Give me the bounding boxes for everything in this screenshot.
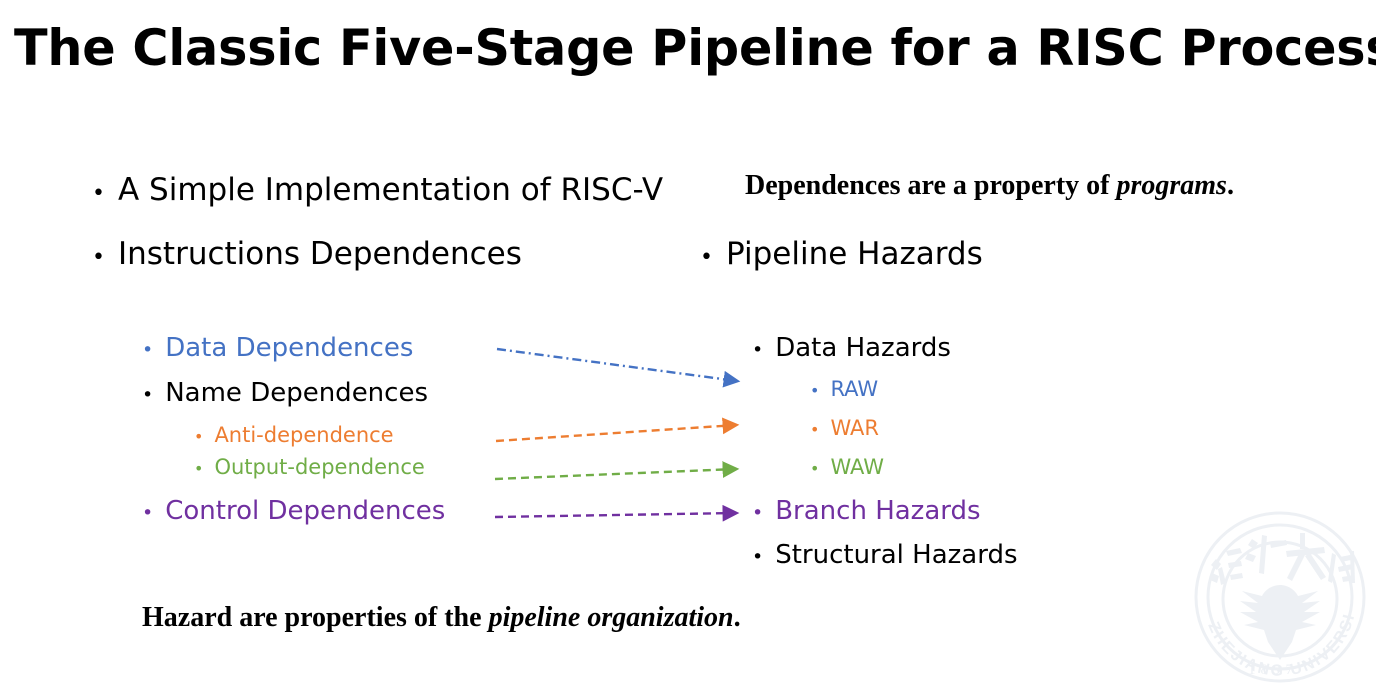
emphasis-suffix: . [733,602,741,633]
sub-bullet-output-dependence: • Output-dependence [194,455,425,479]
page-title: The Classic Five-Stage Pipeline for a RI… [14,19,1376,77]
arrow-data-dependence-to-raw [496,347,741,388]
sub-bullet-war: • WAR [810,416,879,440]
bullet-dot-icon: • [194,459,204,478]
sub-bullet-label: Name Dependences [165,378,428,408]
sub-bullet-data-hazards: • Data Hazards [752,333,951,363]
sub-bullet-name-dependences: • Name Dependences [142,378,428,408]
sub-bullet-label: Branch Hazards [775,496,981,526]
sub-bullet-label: Data Hazards [775,333,951,363]
bullet-a-simple-implementation: • A Simple Implementation of RISC-V [92,172,663,208]
arrow-control-dependence-to-branch-hazards [494,504,740,522]
eagle-emblem-icon [1240,585,1320,660]
sub-bullet-structural-hazards: • Structural Hazards [752,540,1018,570]
bullet-instructions-dependences: • Instructions Dependences [92,236,522,272]
sub-bullet-anti-dependence: • Anti-dependence [194,423,394,447]
bullet-dot-icon: • [810,381,820,400]
bullet-dot-icon: • [142,384,154,406]
bullet-dot-icon: • [752,502,764,524]
bullet-label: Instructions Dependences [117,236,522,272]
bullet-dot-icon: • [810,459,820,478]
emphasis-hazard-property: Hazard are properties of the pipeline or… [142,602,741,634]
watermark-institution: ZHEJIANG UNIVERSITY [1192,507,1356,680]
sub-bullet-label: WAR [830,416,880,440]
emphasis-suffix: . [1226,170,1234,201]
bullet-dot-icon: • [142,502,154,524]
sub-bullet-waw: • WAW [810,455,884,479]
bullet-pipeline-hazards: • Pipeline Hazards [700,236,983,272]
bullet-dot-icon: • [194,427,204,446]
svg-text:ZHEJIANG UNIVERSITY: ZHEJIANG UNIVERSITY [1192,507,1359,680]
emphasis-dependences-property: Dependences are a property of programs. [745,170,1234,202]
sub-bullet-control-dependences: • Control Dependences [142,496,445,526]
arrow-output-dependence-to-waw [494,461,740,481]
bullet-dot-icon: • [810,420,820,439]
emphasis-prefix: Hazard are properties of the [142,602,489,633]
sub-bullet-label: Anti-dependence [214,423,394,447]
sub-bullet-data-dependences: • Data Dependences [142,333,413,363]
bullet-dot-icon: • [142,339,154,361]
bullet-dot-icon: • [92,181,105,206]
bullet-dot-icon: • [92,245,105,270]
bullet-label: Pipeline Hazards [725,236,983,272]
emphasis-italic: programs [1116,170,1227,201]
emphasis-italic: pipeline organization [488,602,734,633]
sub-bullet-label: Control Dependences [165,496,446,526]
watermark-year: 1897 [1248,662,1298,678]
sub-bullet-branch-hazards: • Branch Hazards [752,496,981,526]
sub-bullet-label: Data Dependences [165,333,414,363]
bullet-label: A Simple Implementation of RISC-V [117,172,664,208]
sub-bullet-label: Structural Hazards [775,540,1018,570]
sub-bullet-label: WAW [830,455,885,479]
sub-bullet-label: RAW [830,377,879,401]
arrow-anti-dependence-to-war [495,417,740,443]
bullet-dot-icon: • [752,339,764,361]
sub-bullet-raw: • RAW [810,377,878,401]
bullet-dot-icon: • [700,245,713,270]
chinese-characters [1210,533,1355,585]
zhejiang-university-watermark-logo: 1897 ZHEJIANG UNIVERSITY [1192,507,1366,683]
emphasis-prefix: Dependences are a property of [745,170,1117,201]
bullet-dot-icon: • [752,546,764,568]
sub-bullet-label: Output-dependence [214,455,425,479]
